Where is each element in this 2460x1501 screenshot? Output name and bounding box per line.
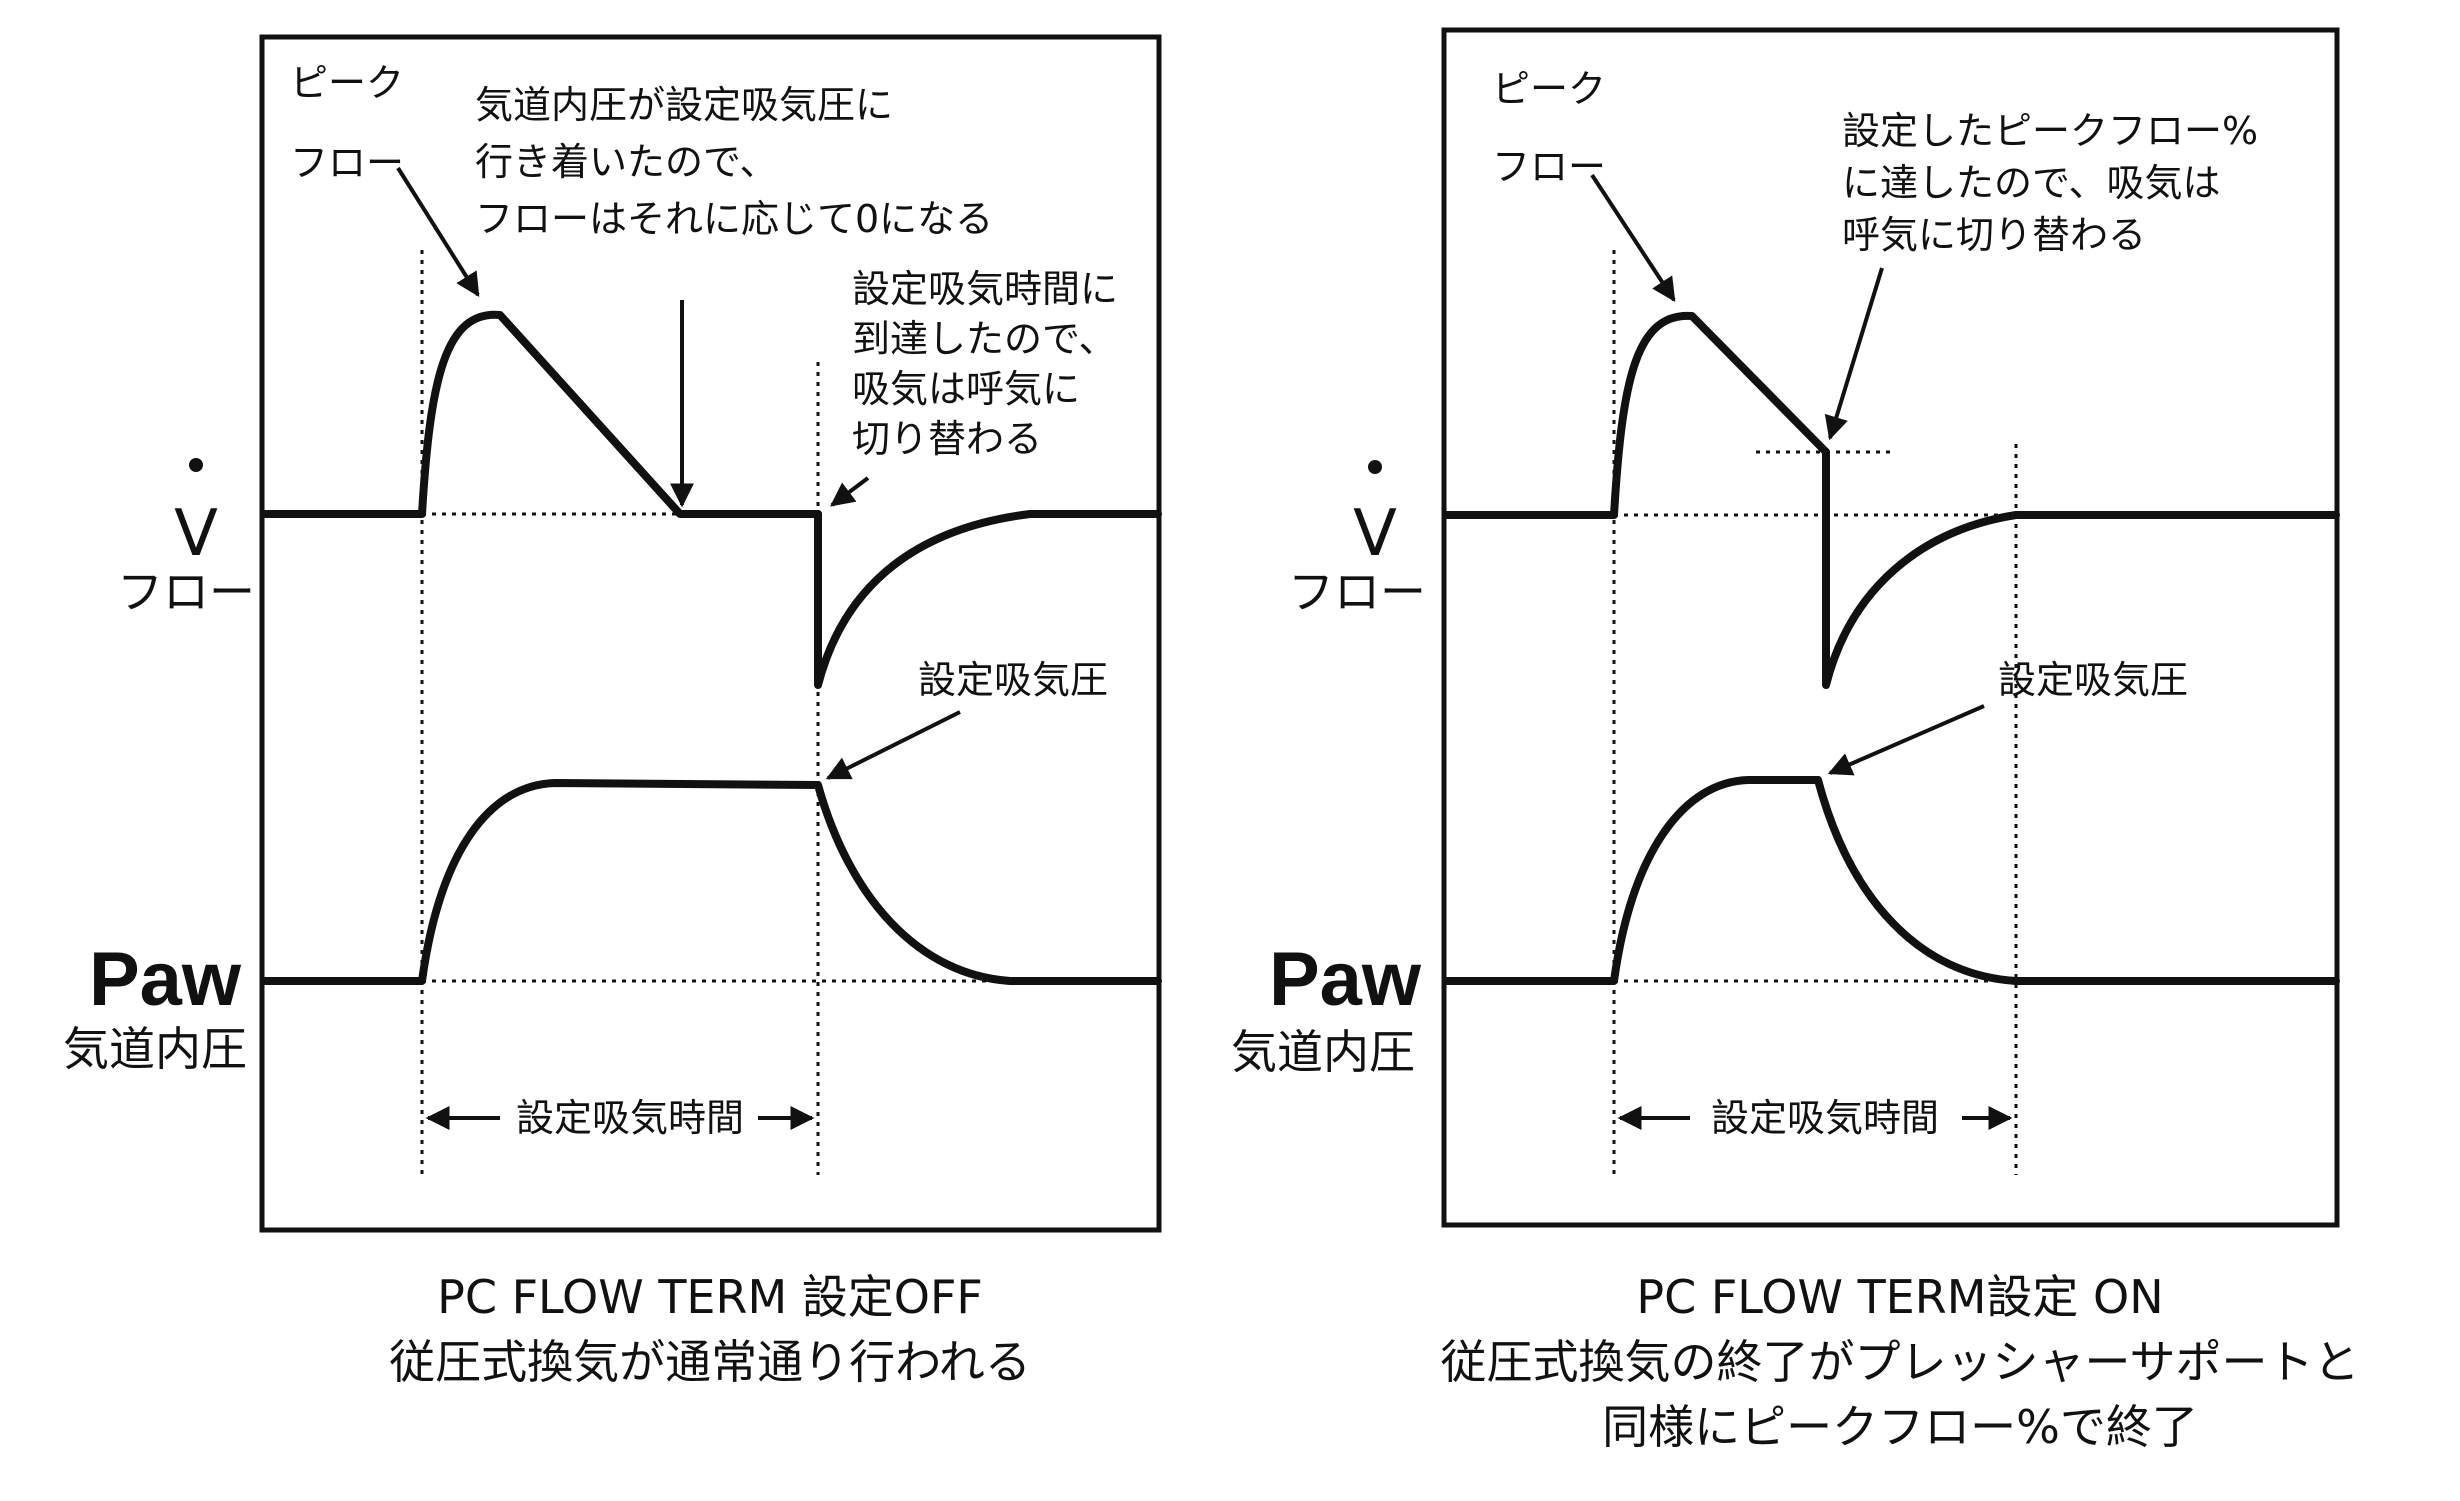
right-caption-line-3: 同様にピークフロー%で終了 [1602, 1400, 2198, 1454]
svg-text:に達したので、吸気は: に達したので、吸気は [1842, 161, 2220, 205]
svg-text:切り替わる: 切り替わる [852, 417, 1042, 461]
right-panel: V フロー Paw 気道内圧 ピーク フロー 設定したピークフロー% に達したの… [1231, 27, 2360, 1454]
svg-text:気道内圧が設定吸気圧に: 気道内圧が設定吸気圧に [475, 83, 893, 127]
left-paw-curve [418, 779, 822, 985]
svg-text:到達したので、: 到達したので、 [852, 317, 1116, 361]
left-pressure-label: 設定吸気圧 [918, 658, 1108, 702]
right-time-label: 設定吸気時間 [1711, 1096, 1939, 1140]
right-annotation-1: 設定したピークフロー% に達したので、吸気は 呼気に切り替わる [1842, 109, 2258, 257]
right-flow-curve [1610, 311, 1830, 519]
left-annotation-1: 気道内圧が設定吸気圧に 行き着いたので、 フローはそれに応じて0になる [475, 83, 993, 241]
right-paw-curve [1610, 776, 1822, 985]
right-pressure-arrow [1827, 704, 1985, 776]
right-v-dot [1368, 460, 1382, 474]
right-paw-sublabel: 気道内圧 [1231, 1025, 1415, 1079]
svg-text:行き着いたので、: 行き着いたので、 [475, 140, 777, 184]
right-peak-label: ピーク [1492, 67, 1606, 111]
left-pressure-arrow [825, 710, 961, 780]
left-v-dot [189, 458, 203, 472]
right-peak-arrow [1590, 173, 1676, 303]
left-frame [259, 34, 1162, 1233]
svg-text:設定吸気時間に: 設定吸気時間に [852, 267, 1118, 311]
right-paw-label: Paw [1269, 937, 1422, 1022]
right-flow-label: フロー [1492, 145, 1606, 189]
left-peak-arrow [396, 166, 480, 298]
right-peak-percent-arrow [1824, 267, 1884, 441]
left-annotation-2: 設定吸気時間に 到達したので、 吸気は呼気に 切り替わる [852, 267, 1118, 461]
right-frame [1441, 27, 2340, 1228]
left-paw-label: Paw [89, 937, 242, 1022]
right-v-symbol: V [1353, 497, 1397, 571]
right-caption-line-2: 従圧式換気の終了がプレッシャーサポートと [1440, 1335, 2359, 1389]
left-peak-label: ピーク [290, 61, 404, 105]
svg-text:設定したピークフロー%: 設定したピークフロー% [1842, 109, 2258, 153]
left-time-label: 設定吸気時間 [516, 1096, 744, 1140]
right-flow-expiration [1822, 448, 2340, 689]
svg-text:吸気は呼気に: 吸気は呼気に [852, 367, 1080, 411]
left-paw-sublabel: 気道内圧 [63, 1022, 247, 1076]
left-flow-expiration [814, 510, 1162, 689]
left-paw-release [814, 781, 1162, 985]
left-flow-curve [418, 310, 822, 518]
left-caption-line-1: PC FLOW TERM 設定OFF [437, 1270, 983, 1324]
svg-text:フローはそれに応じて0になる: フローはそれに応じて0になる [475, 197, 993, 241]
left-switch-arrow [830, 476, 870, 507]
left-v-symbol: V [174, 497, 218, 571]
right-pressure-label: 設定吸気圧 [1998, 658, 2188, 702]
right-caption-line-1: PC FLOW TERM設定 ON [1636, 1270, 2163, 1324]
svg-text:呼気に切り替わる: 呼気に切り替わる [1842, 213, 2146, 257]
left-panel: V フロー Paw 気道内圧 ピーク フロー 気道内圧が設定吸気圧に 行き着いた… [63, 34, 1162, 1389]
right-paw-release [1814, 776, 2340, 985]
left-flow-label: フロー [290, 141, 404, 185]
left-v-axis-label: フロー [117, 565, 255, 619]
right-v-axis-label: フロー [1288, 565, 1426, 619]
left-caption-line-2: 従圧式換気が通常通り行われる [389, 1335, 1031, 1389]
